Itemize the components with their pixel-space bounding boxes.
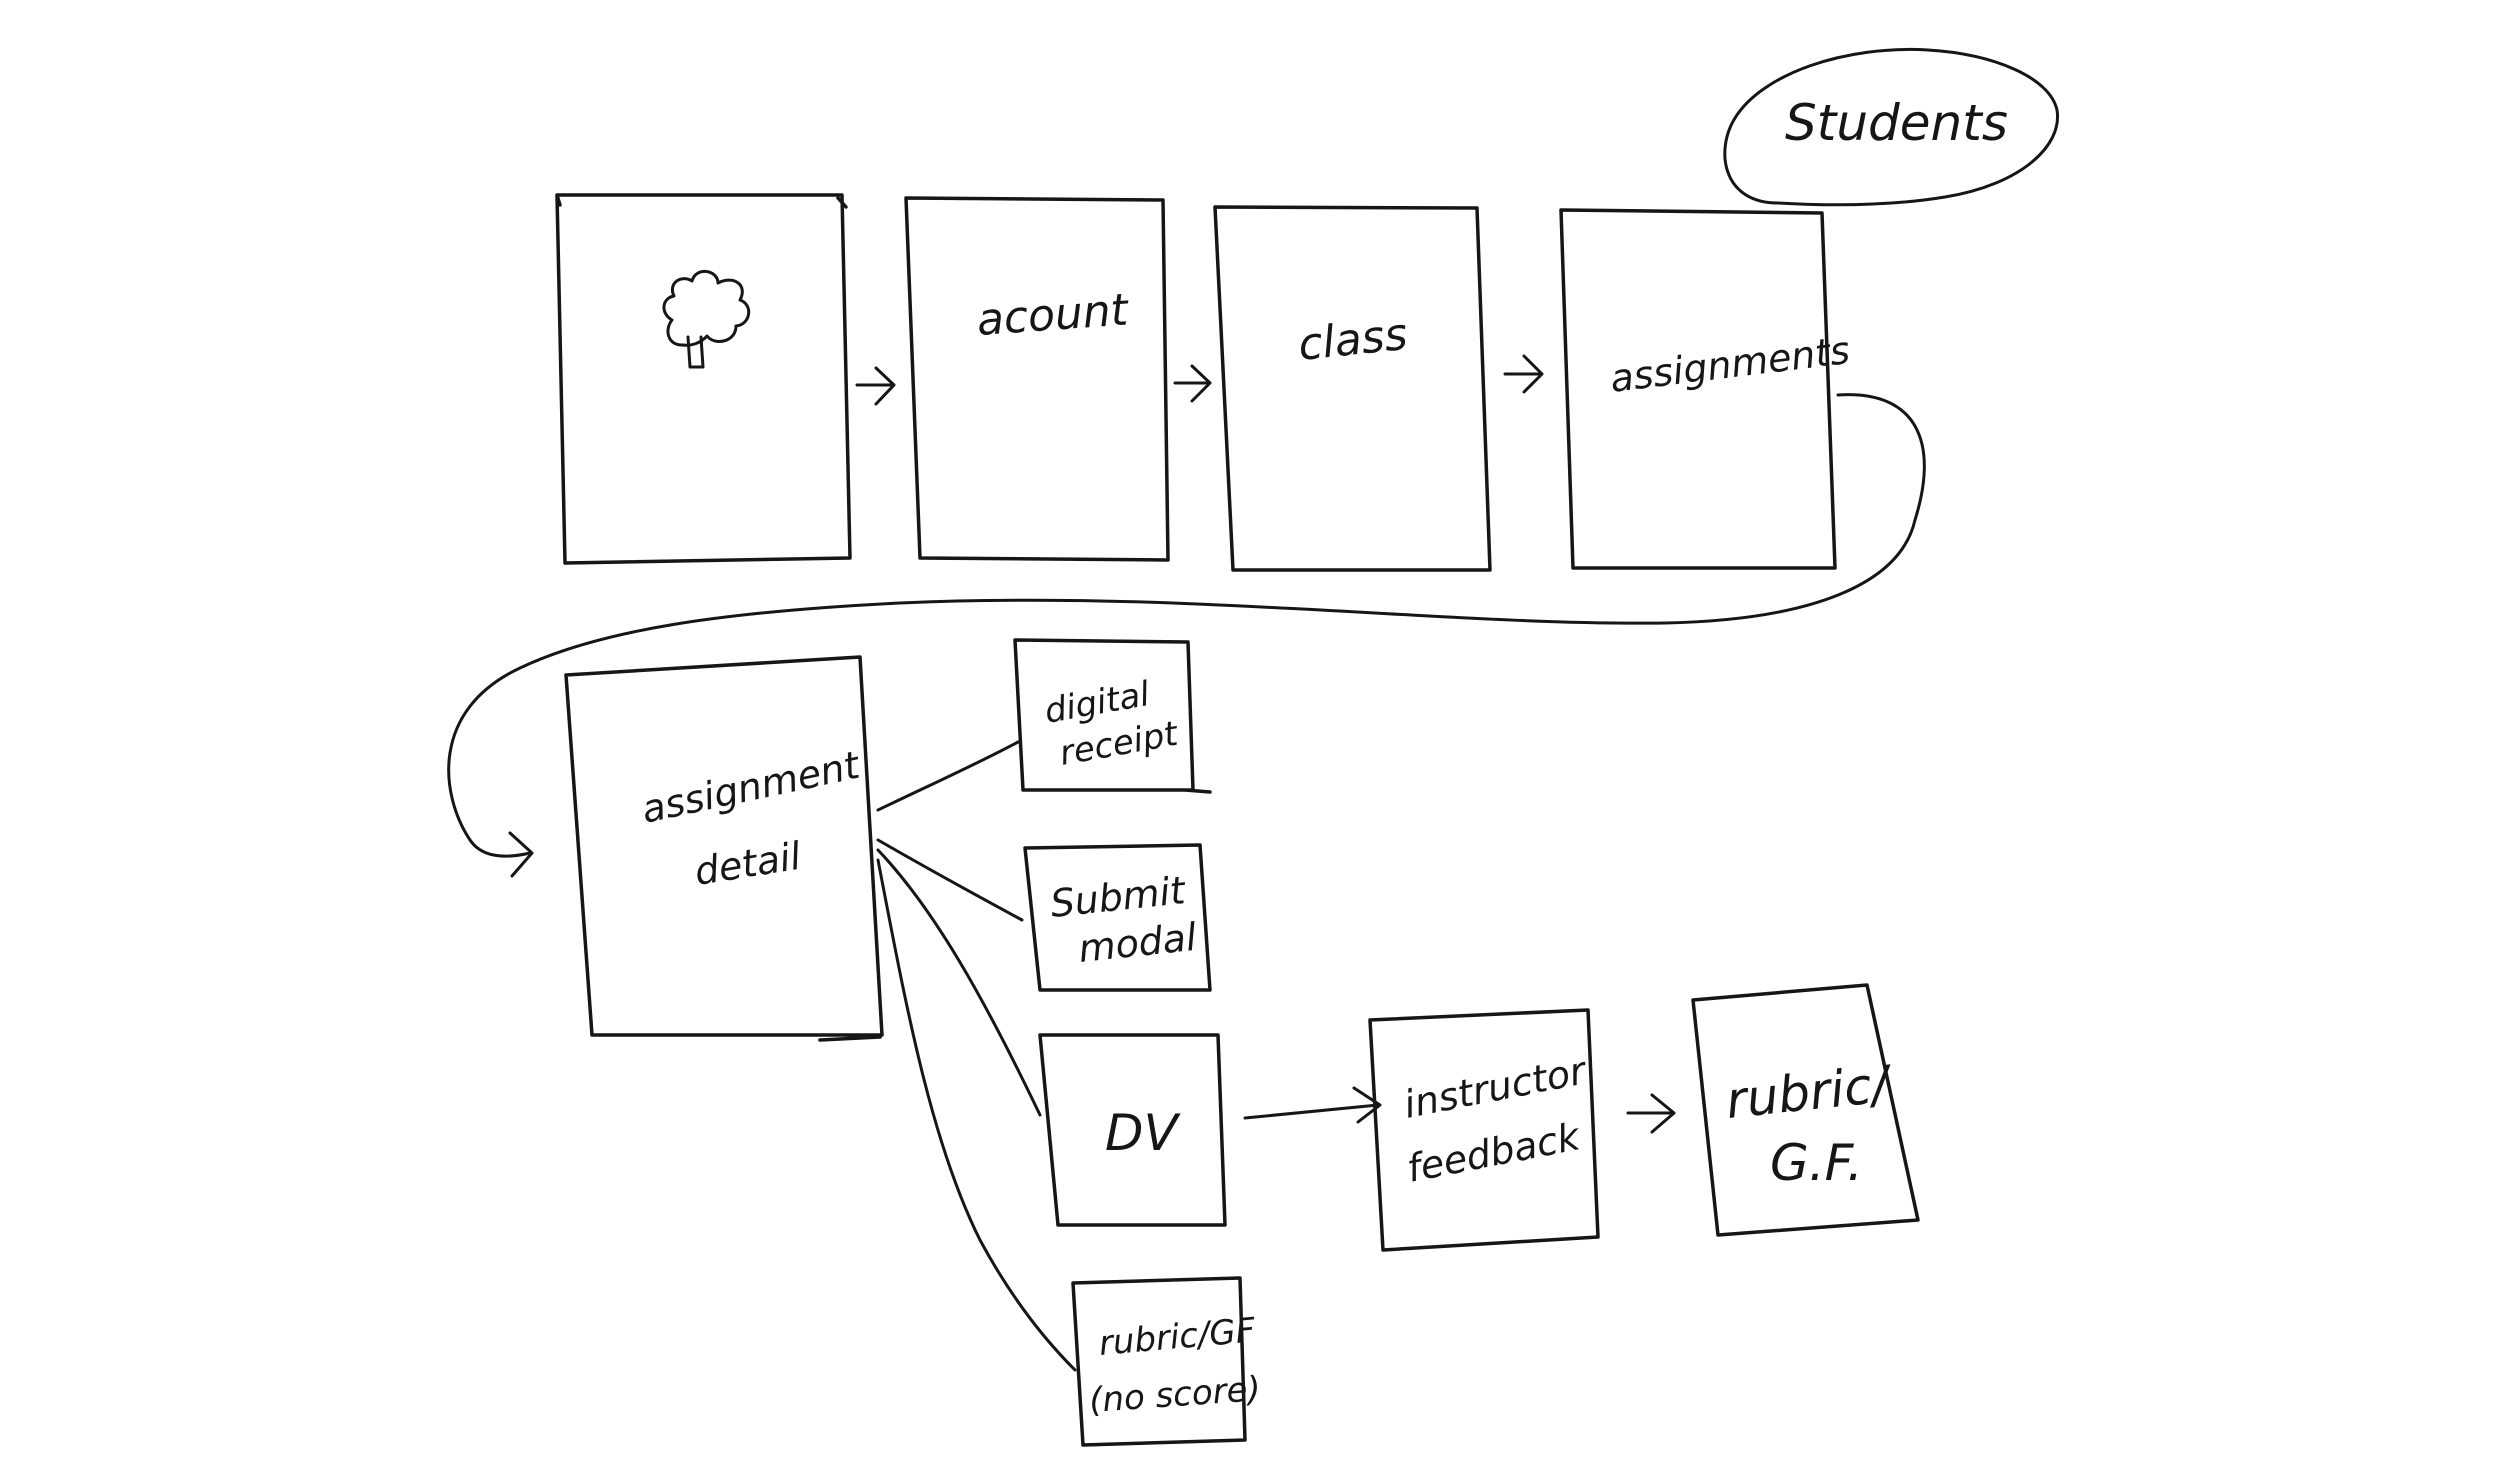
- connector-assignments-to-detail: [447, 393, 1926, 878]
- screen-assignment-detail-line2: detail: [692, 834, 805, 894]
- screen-rubric-no-score-frame: [1071, 1276, 1247, 1447]
- screen-instructor-feedback: instructor feedback: [1368, 1008, 1600, 1252]
- screen-class-frame: [1213, 205, 1492, 572]
- screen-assignment-detail-line1: assignment: [638, 742, 865, 831]
- students-label: Students: [1785, 94, 2008, 152]
- screen-assignments-label: assignments: [1608, 328, 1852, 401]
- screen-assignment-detail: assignment detail: [564, 655, 884, 1042]
- arrow-class-to-assignments: [1503, 354, 1544, 394]
- screen-rubric-no-score-line2: (no score): [1088, 1369, 1262, 1421]
- screen-assignments: assignments: [1559, 208, 1852, 570]
- screen-submit-modal: Submit modal: [1023, 843, 1212, 992]
- screen-dv-label: DV: [1105, 1104, 1182, 1162]
- students-group-label: Students: [1723, 47, 2060, 207]
- branch-to-dv: [876, 848, 1042, 1117]
- screen-assignment-detail-frame: [564, 655, 884, 1042]
- arrow-dv-to-instructor-feedback: [1243, 1086, 1382, 1124]
- arrow-instructor-feedback-to-rubric: [1626, 1093, 1676, 1134]
- branch-lines: [876, 740, 1077, 1372]
- screen-account-label: acount: [975, 284, 1131, 346]
- students-oval: [1723, 47, 2060, 207]
- screen-assignments-frame: [1559, 208, 1837, 570]
- screen-dv-frame: [1038, 1033, 1227, 1227]
- screen-rubric-no-score: rubric/GF (no score): [1071, 1276, 1262, 1447]
- screen-instructor-feedback-line1: instructor: [1400, 1048, 1591, 1127]
- screen-class-label: class: [1296, 309, 1410, 371]
- screen-account: acount: [904, 196, 1170, 562]
- branch-to-rubric-no-score: [876, 858, 1077, 1372]
- screen-landing: [555, 193, 852, 565]
- branch-to-submit-modal: [876, 838, 1024, 922]
- screen-rubric-gf-line1: rubric/: [1723, 1055, 1896, 1130]
- screen-account-frame: [904, 196, 1170, 562]
- screen-submit-modal-frame: [1023, 843, 1212, 992]
- screen-instructor-feedback-frame: [1368, 1008, 1600, 1252]
- tree-icon: [662, 270, 751, 369]
- screen-class: class: [1213, 205, 1492, 572]
- arrow-account-to-class: [1173, 364, 1212, 403]
- branch-to-digital-receipt: [876, 740, 1020, 812]
- screen-instructor-feedback-line2: feedback: [1403, 1114, 1585, 1191]
- screen-rubric-gf-frame: [1691, 983, 1920, 1237]
- screen-submit-modal-line2: modal: [1076, 915, 1199, 971]
- screen-rubric-gf: rubric/ G.F.: [1691, 983, 1920, 1237]
- screen-dv: DV: [1038, 1033, 1227, 1227]
- screen-rubric-gf-line2: G.F.: [1770, 1134, 1863, 1192]
- arrow-landing-to-account: [855, 366, 896, 406]
- screen-digital-receipt-frame: [1013, 638, 1212, 794]
- screen-rubric-no-score-line1: rubric/GF: [1097, 1310, 1257, 1364]
- screen-digital-receipt: digital receipt: [1013, 638, 1212, 794]
- screen-landing-frame: [555, 193, 852, 565]
